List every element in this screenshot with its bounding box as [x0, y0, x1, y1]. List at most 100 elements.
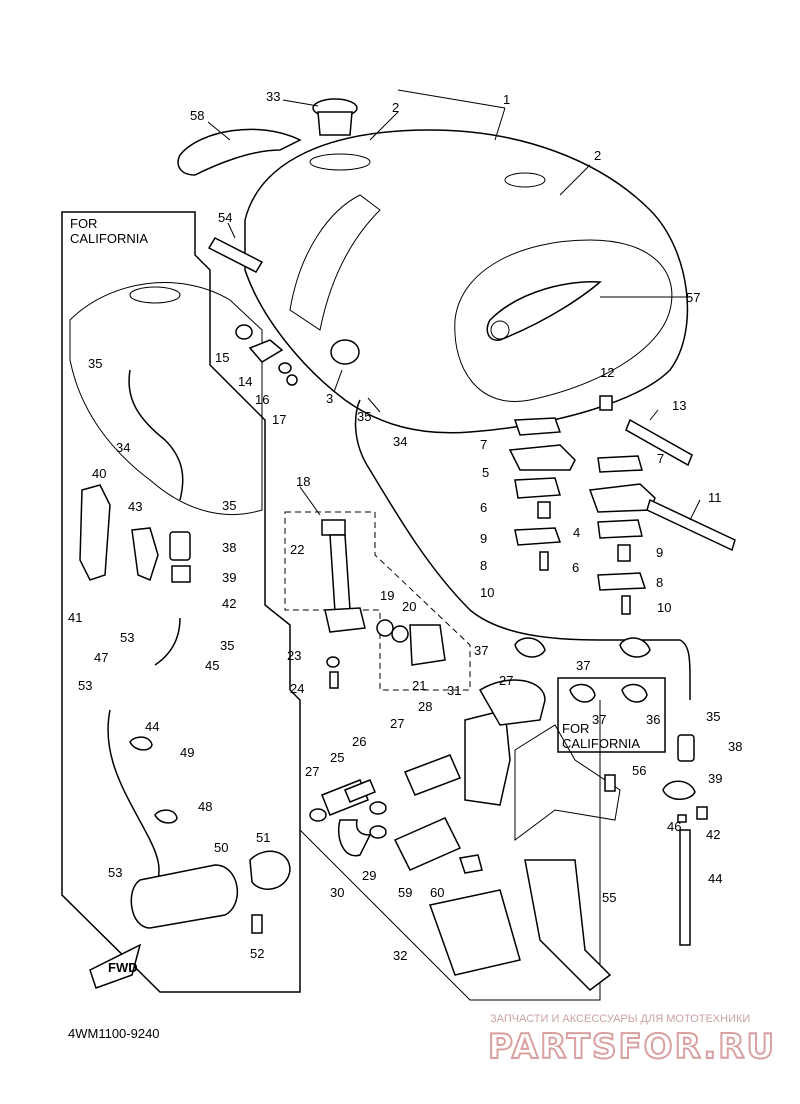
- nut-60: [459, 854, 483, 874]
- watermark-logo: PARTSFOR.RU: [488, 1027, 776, 1067]
- callout-label: 51: [256, 830, 270, 845]
- fuel-cock-assembly-18: [284, 511, 471, 691]
- callout-label: 47: [94, 650, 108, 665]
- callout-label: 42: [222, 596, 236, 611]
- rear-mount-assembly: [508, 395, 736, 615]
- callout-label: 11: [708, 490, 722, 505]
- fuel-system-bracket-line: [299, 700, 601, 1001]
- callout-label: 58: [190, 108, 204, 123]
- callout-label: 53: [78, 678, 92, 693]
- callout-label: 53: [108, 865, 122, 880]
- callout-label: 30: [330, 885, 344, 900]
- callout-label: 59: [398, 885, 412, 900]
- callout-label: 4: [573, 525, 580, 540]
- callout-label: 7: [657, 451, 664, 466]
- canister-50: [130, 864, 239, 929]
- bracket-43: [131, 527, 159, 582]
- callout-label: 48: [198, 799, 212, 814]
- emblem-mount: [504, 172, 546, 188]
- california-small-title-2: CALIFORNIA: [562, 736, 640, 751]
- washer-16: [278, 362, 292, 374]
- callout-label: 28: [418, 699, 432, 714]
- california-box-title-1: FOR: [70, 216, 97, 231]
- callout-label: 27: [305, 764, 319, 779]
- damper-7b: [597, 455, 643, 473]
- callout-label: 49: [180, 745, 194, 760]
- callout-label: 46: [667, 819, 681, 834]
- callout-label: 12: [600, 365, 614, 380]
- callout-label: 18: [296, 474, 310, 489]
- joint-27c: [478, 679, 546, 726]
- callout-label: 53: [120, 630, 134, 645]
- fuel-pump-assembly: [299, 679, 621, 1001]
- callout-label: 35: [222, 498, 236, 513]
- callout-label: 35: [220, 638, 234, 653]
- callout-labels: 1223456677889910101112131415161718192021…: [68, 89, 742, 963]
- bolt-11: [646, 498, 736, 552]
- hose-30: [338, 819, 372, 857]
- fwd-arrow: FWD: [89, 943, 142, 989]
- bolt-56: [604, 774, 616, 792]
- bracket-55: [524, 859, 612, 991]
- leader-lines: [207, 89, 701, 521]
- washer-8b: [597, 572, 647, 591]
- callout-label: 7: [480, 437, 487, 452]
- callout-label: 35: [706, 709, 720, 724]
- callout-label: 41: [68, 610, 82, 625]
- bracket-4: [588, 483, 656, 513]
- callout-label: 27: [499, 673, 513, 688]
- callout-label: 13: [672, 398, 686, 413]
- tank-side-panel: [454, 239, 673, 402]
- hose-45: [154, 617, 181, 666]
- fwd-label: FWD: [108, 960, 138, 975]
- callout-label: 9: [480, 531, 487, 546]
- callout-label: 19: [380, 588, 394, 603]
- clip-27b: [369, 801, 387, 815]
- cock-base: [324, 607, 366, 633]
- tank-front-section: [289, 194, 381, 331]
- clamp-48: [154, 809, 178, 824]
- callout-label: 42: [706, 827, 720, 842]
- callout-label: 35: [357, 409, 371, 424]
- callout-label: 54: [218, 210, 232, 225]
- bracket-5: [508, 444, 576, 471]
- clamp-49: [129, 736, 153, 751]
- clamp-36: [621, 683, 648, 703]
- grommet-3: [330, 339, 360, 365]
- callout-label: 34: [393, 434, 407, 449]
- callout-label: 9: [656, 545, 663, 560]
- callout-label: 8: [656, 575, 663, 590]
- callout-label: 43: [128, 499, 142, 514]
- callout-label: 22: [290, 542, 304, 557]
- callout-label: 38: [222, 540, 236, 555]
- callout-label: 40: [92, 466, 106, 481]
- inset-tank-outline: [69, 282, 263, 515]
- callout-label: 10: [657, 600, 671, 615]
- callout-label: 10: [480, 585, 494, 600]
- callout-label: 45: [205, 658, 219, 673]
- emblem-57: [486, 281, 602, 341]
- pipe-26: [344, 779, 376, 803]
- california-small-inset: FOR CALIFORNIA: [557, 677, 666, 753]
- valve-38b: [677, 734, 695, 762]
- bracket-14: [248, 339, 284, 363]
- callout-label: 35: [88, 356, 102, 371]
- callout-label: 2: [392, 100, 399, 115]
- clamp-39b: [662, 780, 696, 800]
- callout-label: 52: [250, 946, 264, 961]
- washer-23: [326, 656, 340, 668]
- o-ring-20: [391, 625, 409, 643]
- bracket-51: [249, 850, 291, 890]
- callout-label: 17: [272, 412, 286, 427]
- california-box-title-2: CALIFORNIA: [70, 231, 148, 246]
- pad-58: [177, 128, 302, 176]
- clamp-39: [171, 565, 191, 583]
- cover-32: [429, 889, 521, 976]
- bracket-40: [79, 484, 111, 581]
- emblem-wheel-icon: [490, 320, 510, 340]
- callout-label: 33: [266, 89, 280, 104]
- washer-8a: [514, 527, 562, 546]
- callout-label: 37: [576, 658, 590, 673]
- callout-label: 5: [482, 465, 489, 480]
